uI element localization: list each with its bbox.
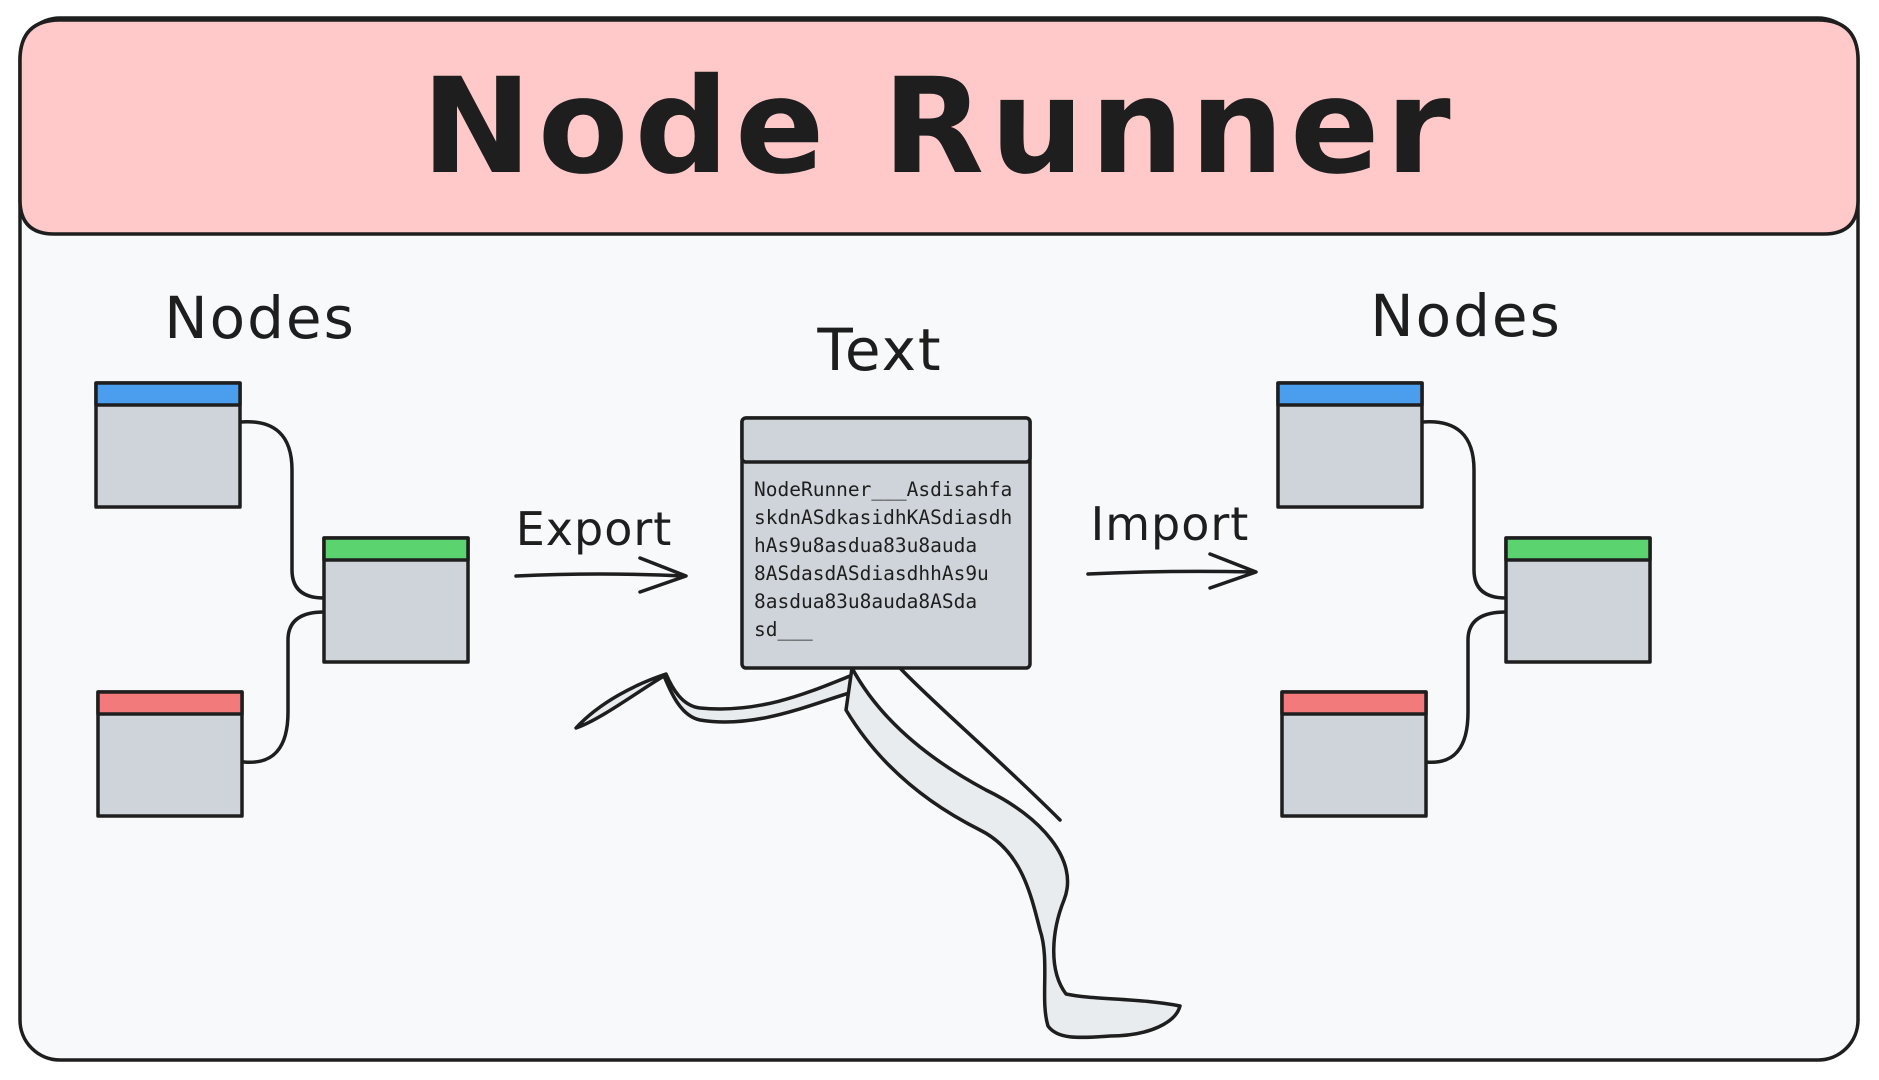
front-leg-outline: [898, 666, 1062, 822]
right-node-group: [1276, 381, 1652, 818]
text-document-header: [740, 416, 1032, 464]
left-connector-top: [238, 420, 326, 600]
left-connector-bottom: [242, 610, 326, 764]
import-arrow: Import: [1086, 497, 1258, 590]
text-document-content: NodeRunner___Asdisahfa skdnASdkasidhKASd…: [754, 478, 1012, 641]
left-node-red: [96, 690, 244, 818]
export-arrow: Export: [514, 502, 688, 594]
right-node-blue: [1276, 381, 1424, 509]
export-arrow-head: [638, 556, 688, 594]
front-leg: [844, 666, 1182, 1040]
title-bar: [18, 18, 1860, 236]
text-line: NodeRunner___Asdisahfa: [754, 478, 1012, 501]
left-nodes-label: Nodes: [164, 284, 356, 352]
left-node-group: [94, 381, 470, 818]
import-arrow-head: [1208, 552, 1258, 590]
diagram-title: Node Runner: [421, 50, 1456, 204]
text-line: hAs9u8asdua83u8auda: [754, 534, 977, 557]
export-label: Export: [516, 502, 673, 556]
right-nodes-label: Nodes: [1370, 282, 1562, 350]
text-line: 8ASdasdASdiasdhhAs9u: [754, 562, 989, 585]
back-leg: [574, 672, 862, 730]
text-line: 8asdua83u8auda8ASda: [754, 590, 977, 613]
center-text-label: Text: [816, 316, 942, 384]
text-line: skdnASdkasidhKASdiasdh: [754, 506, 1012, 529]
text-line: sd___: [754, 618, 813, 641]
right-connector-top: [1420, 420, 1508, 600]
running-legs: [574, 666, 1182, 1040]
right-connector-bottom: [1424, 610, 1508, 764]
text-document: NodeRunner___Asdisahfa skdnASdkasidhKASd…: [740, 416, 1032, 670]
right-node-green: [1504, 536, 1652, 664]
right-node-red: [1280, 690, 1428, 818]
import-label: Import: [1091, 497, 1250, 551]
left-node-blue: [94, 381, 242, 509]
import-arrow-shaft: [1086, 569, 1256, 576]
export-arrow-shaft: [514, 572, 686, 578]
left-node-green: [322, 536, 470, 664]
